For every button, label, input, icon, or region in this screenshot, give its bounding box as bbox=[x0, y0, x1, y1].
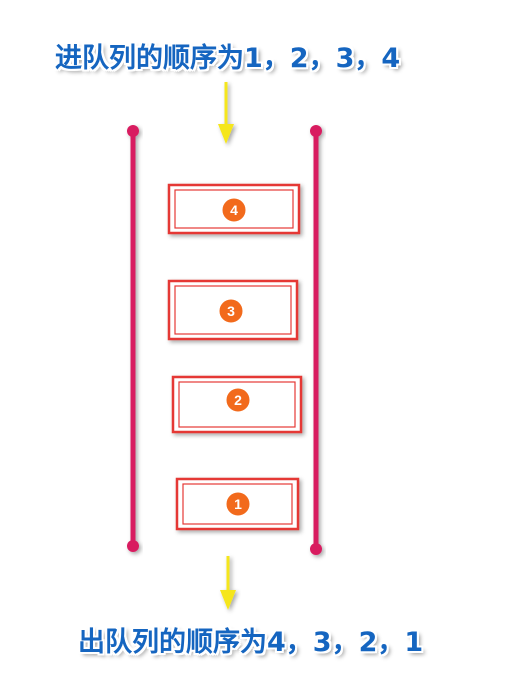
dequeue-arrow bbox=[220, 556, 236, 610]
queue-item-1: 1 bbox=[175, 477, 300, 531]
queue-item-badge bbox=[223, 489, 253, 519]
queue-item-4: 4 bbox=[167, 183, 301, 235]
enqueue-order-caption: 进队列的顺序为1，2，3，4 bbox=[55, 43, 401, 74]
queue-item-badge bbox=[223, 385, 253, 415]
queue-right-rail bbox=[310, 125, 322, 555]
queue-item-label: 2 bbox=[234, 392, 242, 408]
queue-left-rail bbox=[127, 125, 139, 552]
queue-item-3: 3 bbox=[167, 279, 299, 341]
queue-item-label: 4 bbox=[230, 202, 238, 218]
queue-item-badge bbox=[216, 296, 246, 326]
queue-item-2: 2 bbox=[171, 375, 303, 434]
queue-item-label: 1 bbox=[234, 496, 242, 512]
enqueue-arrow bbox=[218, 82, 234, 144]
dequeue-order-caption: 出队列的顺序为4，3，2，1 bbox=[78, 627, 424, 658]
queue-item-badge bbox=[219, 195, 249, 225]
queue-item-label: 3 bbox=[227, 303, 235, 319]
